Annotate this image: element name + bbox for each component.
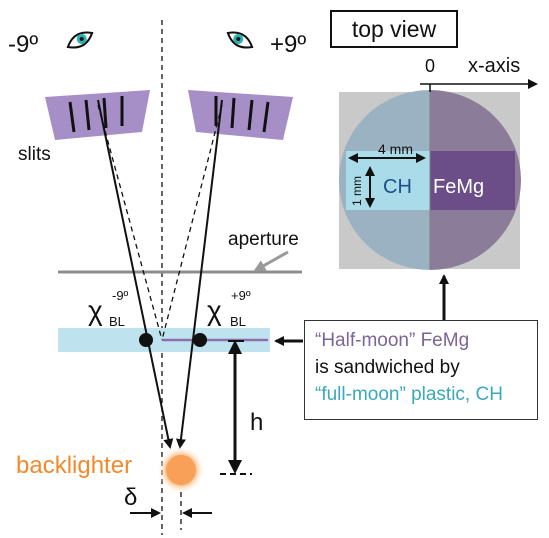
callout-box: “Half-moon” FeMg is sandwiched by “full-… <box>304 320 538 420</box>
h-label: h <box>250 409 263 436</box>
chi-left-label: χ -9º BL <box>88 288 129 329</box>
femg-label: FeMg <box>433 176 484 198</box>
slit-right <box>188 90 293 140</box>
height-label: 1 mm <box>350 176 364 206</box>
callout-line-3: “full-moon” plastic, CH <box>315 384 503 405</box>
ray-left-solid <box>97 99 174 449</box>
svg-text:BL: BL <box>109 314 125 329</box>
intersection-dot-right <box>193 333 207 347</box>
h-arrow-head-bottom <box>228 460 242 474</box>
callout-line-1: “Half-moon” FeMg <box>315 330 470 351</box>
angle-right-label: +9º <box>270 31 306 58</box>
intersection-dot-left <box>139 333 153 347</box>
svg-text:χ: χ <box>88 295 103 326</box>
callout-line-2: is sandwiched by <box>315 357 460 378</box>
svg-text:BL: BL <box>230 314 246 329</box>
top-view-title: top view <box>330 10 458 48</box>
ray-right-dashed <box>161 104 223 341</box>
aperture-arrow <box>253 250 289 272</box>
svg-text:+9º: +9º <box>231 288 251 303</box>
backlighter-label: backlighter <box>16 452 132 479</box>
zero-label: 0 <box>425 56 435 76</box>
aperture-label: aperture <box>228 229 299 250</box>
backlighter-source <box>166 455 196 485</box>
eye-left-icon <box>66 31 94 49</box>
slits-label: slits <box>18 144 51 165</box>
x-axis-label: x-axis <box>468 55 520 77</box>
eye-right-icon <box>226 31 254 49</box>
angle-left-label: -9º <box>8 31 38 58</box>
chi-right-label: χ +9º BL <box>207 288 251 329</box>
svg-text:χ: χ <box>207 295 222 326</box>
top-view-panel <box>339 79 538 270</box>
delta-label: δ <box>124 484 137 511</box>
ray-left-dashed <box>97 104 163 341</box>
svg-text:-9º: -9º <box>112 288 129 303</box>
ch-label: CH <box>383 176 412 198</box>
width-label: 4 mm <box>378 141 413 157</box>
slit-left <box>45 90 150 140</box>
h-arrow-head-top <box>228 340 242 354</box>
ray-right-solid <box>175 99 223 449</box>
